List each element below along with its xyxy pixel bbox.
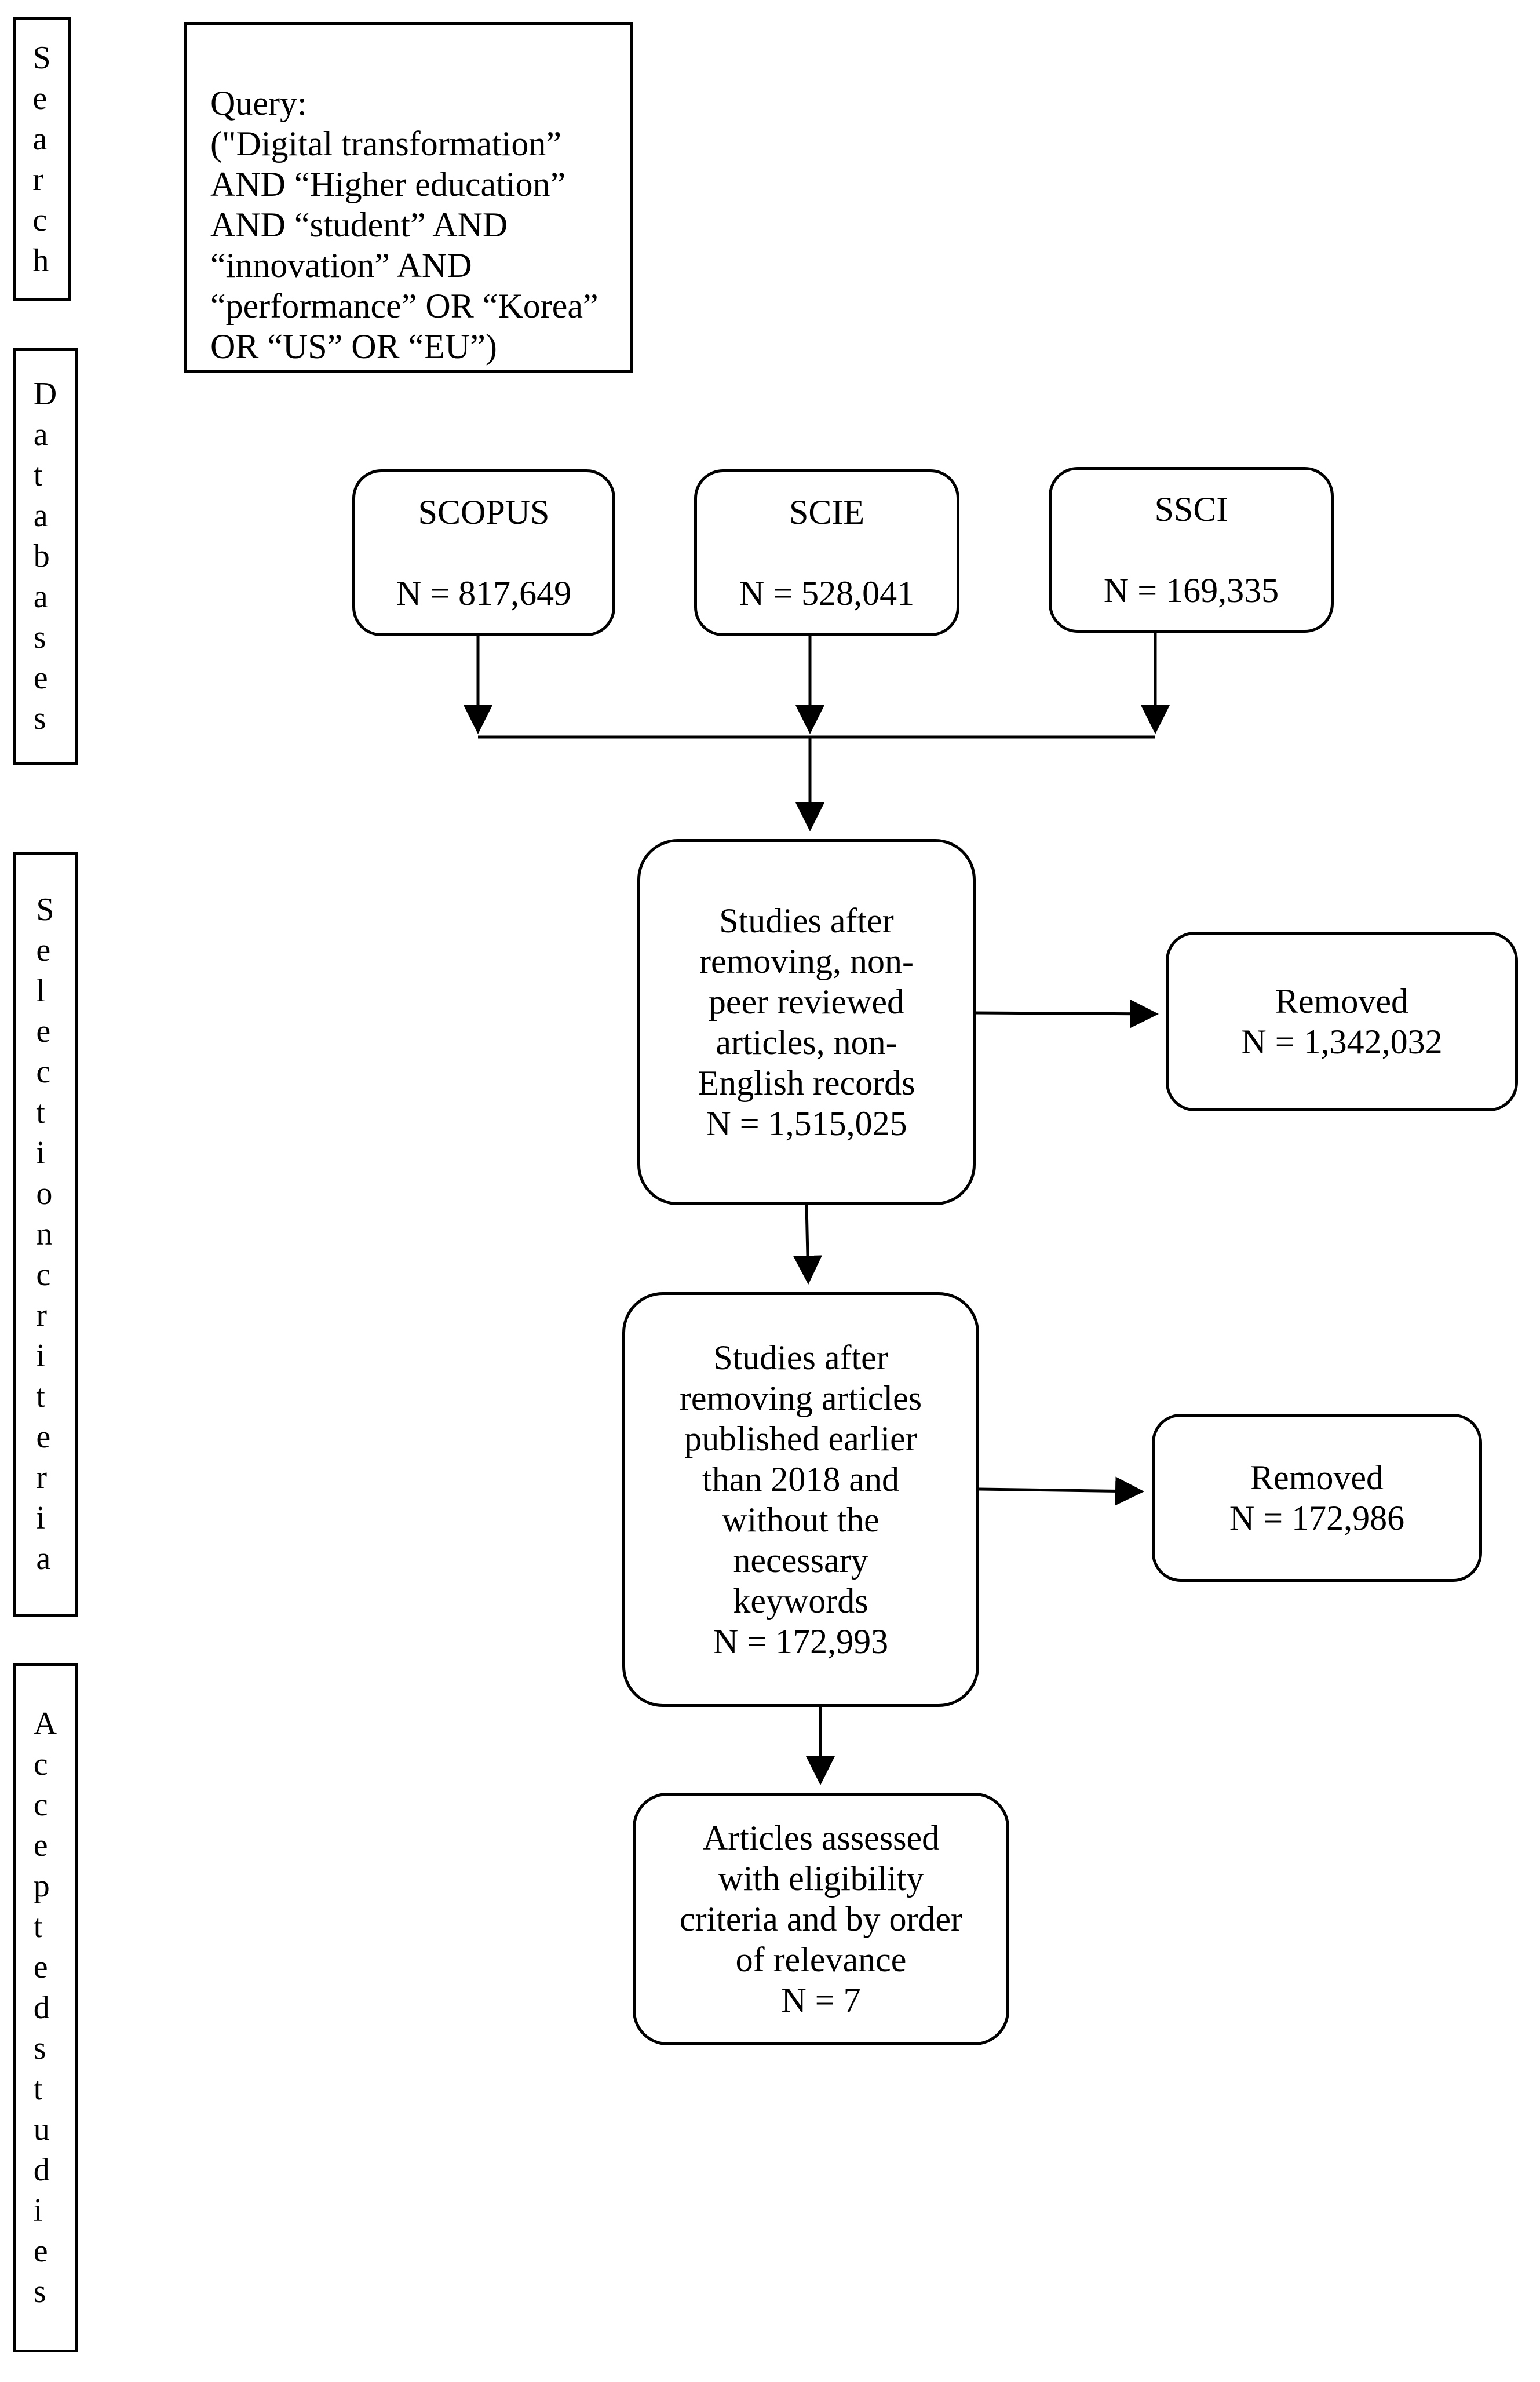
stage-letter: d	[33, 1990, 50, 2026]
stage-letter: c	[36, 1054, 51, 1090]
stage-letter: a	[33, 579, 48, 615]
stage-letter: r	[32, 162, 44, 198]
stage-letter: c	[33, 1787, 48, 1823]
removed-text: Removed N = 172,986	[1229, 1458, 1405, 1537]
stage-letter: t	[33, 2071, 43, 2107]
arrow-step1-to-removed1	[975, 999, 1159, 1028]
stage-letter: a	[33, 498, 48, 534]
arrow-step2-to-removed2	[979, 1476, 1144, 1506]
stage-letter: e	[36, 1419, 51, 1455]
stage-letter: A	[33, 1706, 57, 1742]
stage-letter: c	[32, 202, 48, 238]
database-name: SCOPUS	[418, 493, 550, 531]
stage-letter: t	[33, 1909, 43, 1945]
database-count: N = 817,649	[396, 574, 572, 612]
step-text: Studies after removing articles publishe…	[679, 1338, 922, 1661]
removed-box-1: Removed N = 1,342,032	[1166, 932, 1518, 1111]
stage-letter: t	[36, 1095, 45, 1130]
stage-letter: i	[36, 1500, 45, 1536]
stage-letter: i	[36, 1338, 45, 1374]
stage-letter: t	[36, 1378, 45, 1414]
query-box: Query: ("Digital transformation” AND “Hi…	[184, 22, 633, 373]
database-name: SCIE	[789, 493, 864, 531]
step-box-remove-pre-2018: Studies after removing articles publishe…	[622, 1292, 979, 1707]
stage-letter: e	[33, 660, 48, 696]
stage-letter: t	[33, 457, 43, 493]
stage-letter: c	[36, 1257, 51, 1293]
database-box-scie: SCIE N = 528,041	[694, 469, 959, 636]
stage-letter: s	[33, 2274, 46, 2310]
stage-letter: c	[33, 1746, 48, 1782]
stage-letter: u	[33, 2111, 50, 2147]
stage-letter: r	[36, 1460, 48, 1495]
database-count: N = 528,041	[739, 574, 915, 612]
stage-letter: a	[36, 1541, 51, 1577]
arrow-step1-to-step2	[793, 1205, 822, 1285]
removed-text: Removed N = 1,342,032	[1241, 982, 1443, 1061]
final-text: Articles assessed with eligibility crite…	[679, 1819, 963, 2019]
stage-letter: r	[36, 1297, 48, 1333]
query-text: Query: ("Digital transformation” AND “Hi…	[210, 84, 599, 366]
stage-letter: D	[33, 376, 57, 412]
stage-letter: a	[33, 417, 48, 453]
stage-letter: s	[33, 701, 46, 736]
step-box-remove-non-peer-reviewed: Studies after removing, non- peer review…	[637, 839, 976, 1205]
stage-letter: e	[33, 1949, 48, 1985]
removed-box-2: Removed N = 172,986	[1152, 1414, 1482, 1582]
stage-letter: s	[33, 2030, 46, 2066]
stage-letter: e	[33, 2233, 48, 2269]
stage-letter: a	[32, 121, 48, 157]
stage-letter: p	[33, 1868, 50, 1904]
stage-letter: h	[32, 243, 49, 279]
stage-letter: S	[32, 40, 51, 76]
stage-letter: o	[36, 1176, 53, 1212]
database-count: N = 169,335	[1103, 571, 1279, 610]
database-box-scopus: SCOPUS N = 817,649	[352, 469, 615, 636]
database-box-ssci: SSCI N = 169,335	[1049, 467, 1334, 633]
database-name: SSCI	[1154, 490, 1228, 528]
stage-letter: d	[33, 2152, 50, 2188]
stage-letter: n	[36, 1216, 53, 1252]
step-text: Studies after removing, non- peer review…	[698, 902, 915, 1143]
stage-letter: e	[36, 1013, 51, 1049]
stage-letter: e	[33, 1827, 48, 1863]
final-articles-box: Articles assessed with eligibility crite…	[633, 1793, 1009, 2045]
stage-letter: l	[36, 973, 45, 1009]
stage-letter: s	[33, 619, 46, 655]
stage-letter: b	[33, 538, 50, 574]
stage-letter: i	[33, 2193, 43, 2228]
stage-letter: i	[36, 1135, 45, 1171]
stage-letter: S	[36, 892, 54, 928]
stage-letter: e	[36, 932, 51, 968]
stage-letter: e	[32, 81, 48, 116]
